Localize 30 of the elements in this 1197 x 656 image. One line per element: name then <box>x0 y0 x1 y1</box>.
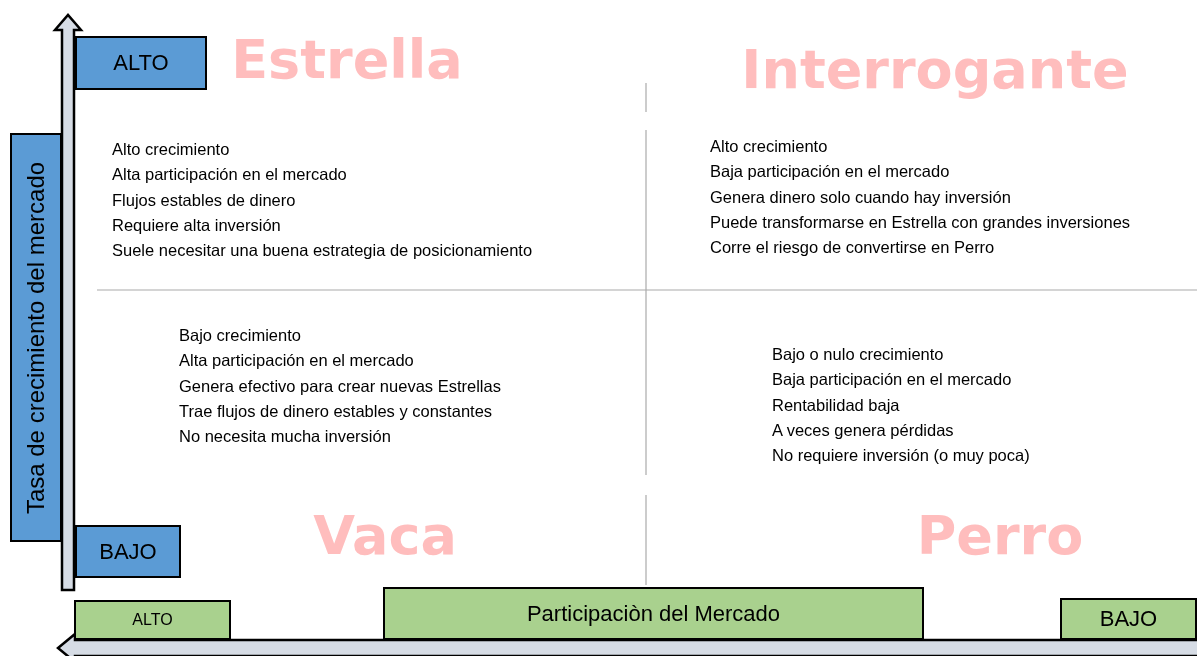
level-label: BAJO <box>1060 598 1197 640</box>
level-label: ALTO <box>75 36 207 90</box>
quadrant-title: Perro <box>916 504 1084 567</box>
quadrant-description: Corre el riesgo de convertirse en Perro <box>710 238 995 258</box>
quadrant-description: Baja participación en el mercado <box>772 370 1012 390</box>
quadrant-description: Rentabilidad baja <box>772 395 900 415</box>
quadrant-title: Interrogante <box>741 38 1129 101</box>
quadrant-description: Requiere alta inversión <box>112 215 281 235</box>
quadrant-description: Genera dinero solo cuando hay inversión <box>710 187 1011 207</box>
quadrant-description: Bajo crecimiento <box>179 326 301 345</box>
quadrant-description: Suele necesitar una buena estrategia de posicionamiento <box>112 241 533 261</box>
quadrant-description: Baja participación en el mercado <box>710 162 950 182</box>
quadrant-description: No necesita mucha inversión <box>179 427 391 447</box>
quadrant-description: Trae flujos de dinero estables y constantes <box>179 401 493 421</box>
quadrant-description: Alta participación en el mercado <box>179 351 414 371</box>
quadrant-description: No requiere inversión (o muy poca) <box>772 446 1030 466</box>
quadrant-title: Estrella <box>231 28 463 91</box>
quadrant-description: Puede transformarse en Estrella con grandes inversiones <box>710 212 1131 232</box>
axis-title: Participaciòn del Mercado <box>383 587 924 640</box>
quadrant-description: Bajo o nulo crecimiento <box>772 345 944 364</box>
quadrant-description: A veces genera pérdidas <box>772 420 954 440</box>
quadrant-description: Alto crecimiento <box>112 140 230 159</box>
axis-title: Tasa de crecimiento del mercado <box>10 133 62 542</box>
quadrant-description: Genera efectivo para crear nuevas Estrellas <box>179 376 501 396</box>
quadrant-description: Alto crecimiento <box>710 137 828 156</box>
level-label: BAJO <box>75 525 181 578</box>
quadrant-description: Alta participación en el mercado <box>112 165 347 185</box>
quadrant-title: Vaca <box>313 504 457 567</box>
level-label: ALTO <box>74 600 231 640</box>
quadrant-description: Flujos estables de dinero <box>112 190 296 210</box>
